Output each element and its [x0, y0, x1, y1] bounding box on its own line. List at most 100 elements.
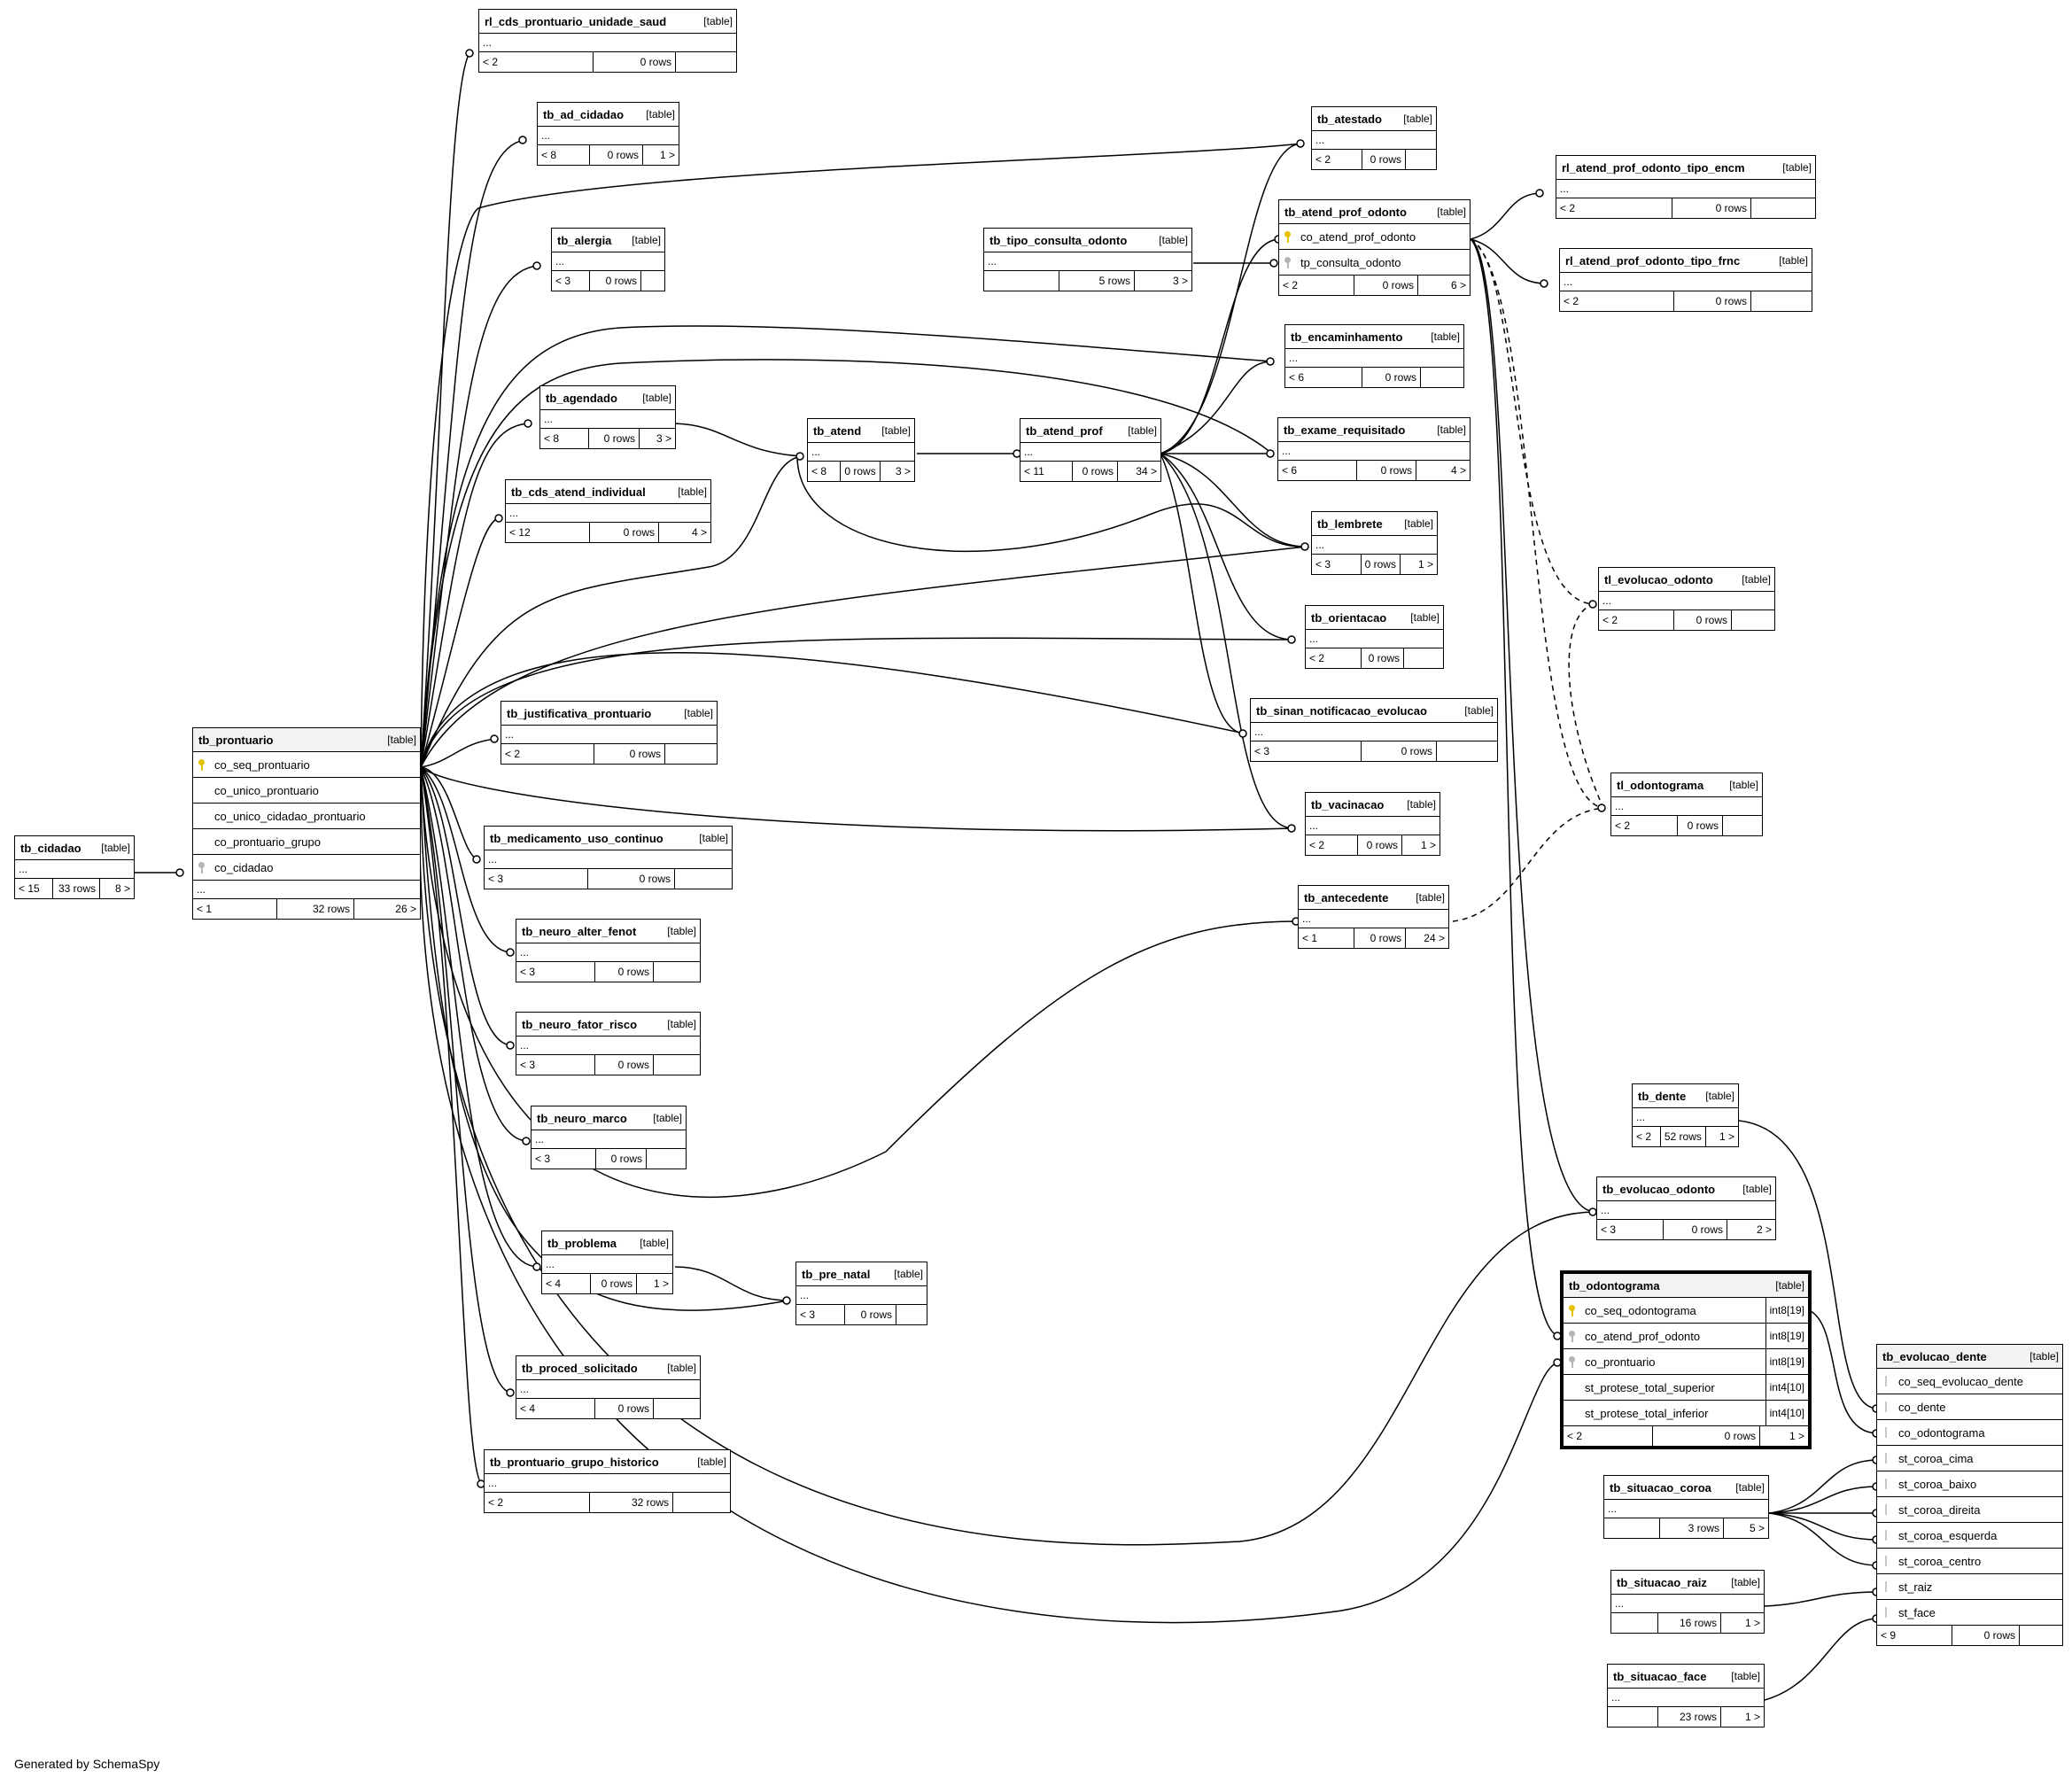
- row-count: 0 rows: [1362, 555, 1401, 574]
- parents-count: < 12: [506, 523, 590, 542]
- table-tb-prontuario-grupo-historico[interactable]: tb_prontuario_grupo_historico[table] ...…: [484, 1449, 731, 1513]
- parents-count: < 2: [1611, 816, 1678, 835]
- children-count: [675, 869, 732, 889]
- edge-atendprof-sinan: [1160, 453, 1246, 734]
- edge-justificativa: [420, 738, 497, 768]
- table-kind: [table]: [1705, 1090, 1734, 1102]
- column-st-coroa-baixo: st_coroa_baixo: [1898, 1477, 1977, 1491]
- children-count: [1406, 150, 1436, 169]
- row-count: 33 rows: [53, 879, 100, 898]
- row-count: 0 rows: [1354, 928, 1406, 948]
- table-kind: [table]: [2029, 1350, 2059, 1363]
- table-kind: [table]: [881, 424, 911, 437]
- table-tb-sinan-notificacao-evolucao[interactable]: tb_sinan_notificacao_evolucao[table] ...…: [1250, 698, 1498, 762]
- table-kind: [table]: [1729, 779, 1758, 791]
- table-tb-atend-prof-odonto[interactable]: tb_atend_prof_odonto[table] co_atend_pro…: [1278, 199, 1471, 296]
- edge-exame: [420, 359, 1273, 768]
- table-tb-prontuario[interactable]: tb_prontuario[table] co_seq_prontuario c…: [192, 727, 421, 920]
- edge-raiz: [1764, 1591, 1879, 1607]
- edge-face: [1764, 1618, 1879, 1701]
- edge-odonto-encm: [1470, 192, 1542, 240]
- table-kind: [table]: [1735, 1481, 1765, 1494]
- table-name: tb_encaminhamento: [1291, 330, 1403, 344]
- table-tb-odontograma[interactable]: tb_odontograma[table] co_seq_odontograma…: [1560, 1270, 1812, 1449]
- column-marker-icon: [1885, 1401, 1887, 1412]
- more-columns: ...: [542, 1255, 672, 1274]
- parents-count: < 3: [552, 271, 590, 291]
- edge-neuro-marco: [420, 766, 529, 1142]
- parents-count: < 1: [193, 899, 277, 919]
- parents-count: < 3: [1251, 741, 1362, 761]
- column-marker-icon: [1885, 1581, 1887, 1592]
- row-count: 0 rows: [595, 1055, 654, 1075]
- more-columns: ...: [15, 860, 134, 879]
- table-kind: [table]: [678, 485, 707, 498]
- table-tb-medicamento-uso-continuo[interactable]: tb_medicamento_uso_continuo[table] ... <…: [484, 826, 733, 889]
- edge-ad-cidadao: [420, 139, 525, 768]
- edge-odonto-evolucao: [1470, 238, 1595, 1213]
- column-marker-icon: [1885, 1607, 1887, 1618]
- edge-grupo-hist: [420, 766, 484, 1485]
- column-type: int8[19]: [1765, 1349, 1808, 1374]
- column-co-cidadao: co_cidadao: [214, 860, 274, 874]
- foreign-key-icon: [1569, 1355, 1575, 1368]
- more-columns: ...: [1560, 273, 1812, 291]
- row-count: 0 rows: [1358, 835, 1402, 855]
- column-st-coroa-esquerda: st_coroa_esquerda: [1898, 1528, 1998, 1542]
- table-name: tb_dente: [1638, 1089, 1687, 1103]
- row-count: 0 rows: [595, 1399, 654, 1418]
- table-tb-evolucao-dente[interactable]: tb_evolucao_dente[table] co_seq_evolucao…: [1876, 1344, 2063, 1646]
- parents-count: < 2: [1306, 835, 1358, 855]
- table-kind: [table]: [699, 832, 728, 844]
- table-tb-tipo-consulta-odonto[interactable]: tb_tipo_consulta_odonto[table] ... 5 row…: [983, 228, 1192, 291]
- more-columns: ...: [485, 1474, 730, 1493]
- row-count: 3 rows: [1660, 1518, 1724, 1538]
- edge-proced: [420, 766, 513, 1394]
- more-columns: ...: [193, 881, 420, 899]
- table-kind: [table]: [894, 1268, 923, 1280]
- more-columns: ...: [1020, 443, 1160, 462]
- table-tb-justificativa-prontuario[interactable]: tb_justificativa_prontuario[table] ... <…: [501, 701, 718, 765]
- table-rl-atend-prof-odonto-tipo-encm[interactable]: rl_atend_prof_odonto_tipo_encm[table] ..…: [1556, 155, 1816, 219]
- table-rl-cds-prontuario-unidade-saud[interactable]: rl_cds_prontuario_unidade_saud[table] ..…: [478, 9, 737, 73]
- more-columns: ...: [1312, 536, 1437, 555]
- edge-coroa-centro: [1768, 1512, 1879, 1566]
- table-name: tb_atend_prof_odonto: [1284, 205, 1407, 219]
- table-name: tb_problema: [547, 1236, 617, 1250]
- table-kind: [table]: [1775, 1279, 1804, 1292]
- table-name: tb_lembrete: [1317, 516, 1383, 531]
- row-count: 0 rows: [590, 271, 641, 291]
- table-kind: [table]: [1159, 234, 1188, 246]
- more-columns: ...: [1251, 723, 1497, 741]
- column-type: int8[19]: [1765, 1324, 1808, 1348]
- edge-lembrete: [420, 546, 1308, 768]
- table-rl-atend-prof-odonto-tipo-frnc[interactable]: rl_atend_prof_odonto_tipo_frnc[table] ..…: [1559, 248, 1812, 312]
